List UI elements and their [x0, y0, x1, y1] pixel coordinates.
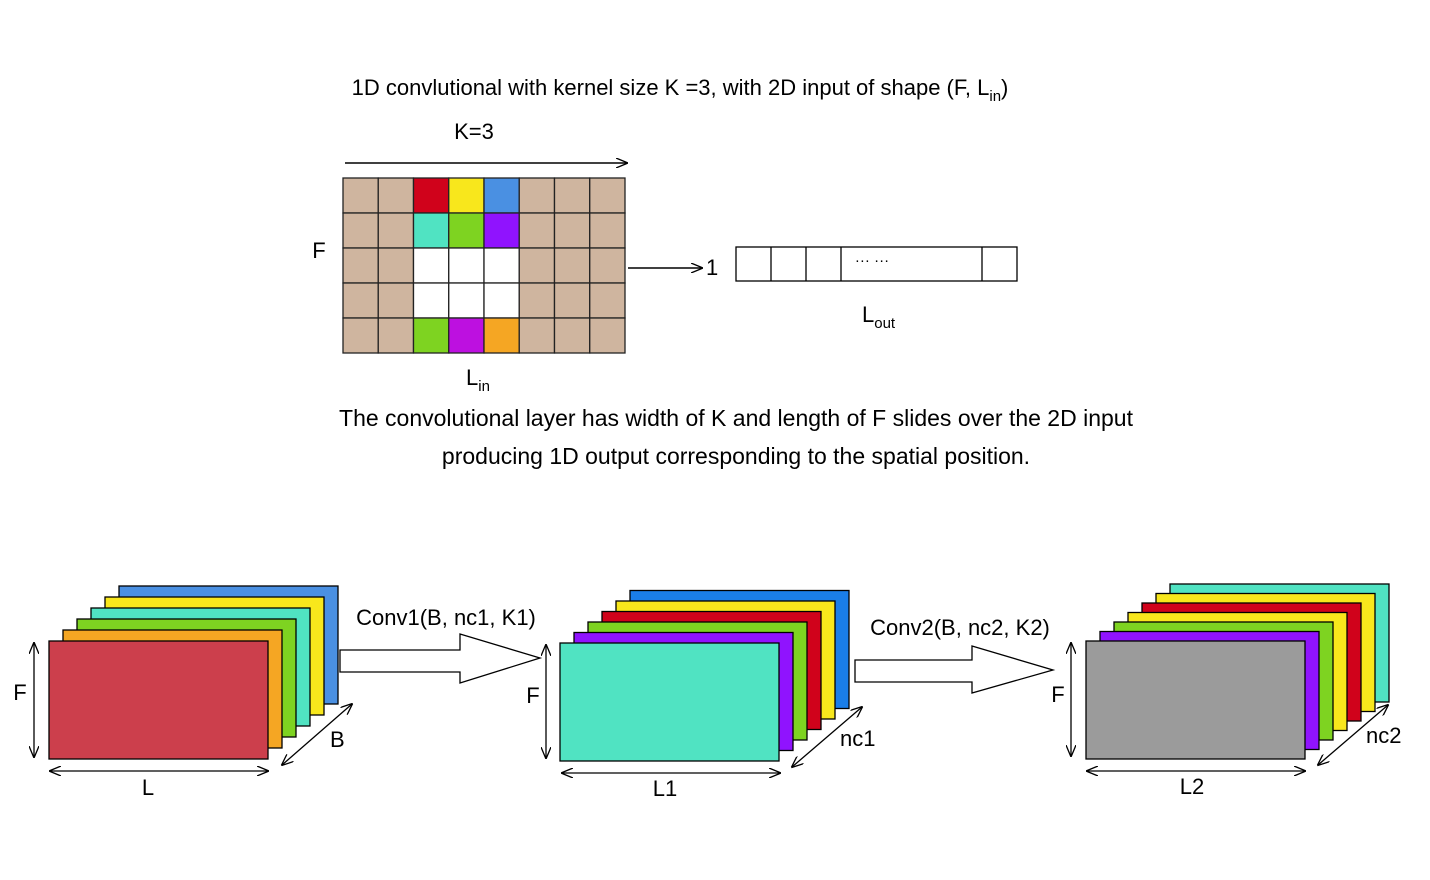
stack3-width-label: L2 — [1180, 774, 1204, 799]
stack2-width-label: L1 — [653, 776, 677, 801]
stack-front-layer — [559, 642, 780, 762]
conv2-block-arrow — [854, 645, 1056, 694]
stack2-depth-arrow — [792, 707, 862, 767]
stack-input — [48, 585, 339, 760]
stack1-depth-label: B — [330, 727, 345, 752]
grid-cell — [483, 177, 520, 214]
grid-cell — [589, 317, 626, 354]
kernel-size-label: K=3 — [454, 119, 494, 144]
grid-cell — [412, 282, 450, 319]
stack-conv2-output — [1085, 583, 1390, 760]
grid-cell — [553, 212, 591, 249]
stack-front-layer — [1085, 640, 1306, 760]
stack3-depth-label: nc2 — [1366, 723, 1401, 748]
caption-line-1: The convolutional layer has width of K a… — [339, 405, 1134, 431]
grid-cell — [448, 212, 485, 249]
stack2-depth-label: nc1 — [840, 726, 875, 751]
grid-cell — [412, 177, 450, 214]
grid-cell — [377, 212, 415, 249]
grid-cell — [589, 247, 626, 284]
grid-cell — [553, 177, 591, 214]
stack-conv1-output — [559, 589, 850, 762]
grid-cell — [448, 282, 485, 319]
input-grid — [342, 177, 626, 354]
grid-cell — [589, 177, 626, 214]
grid-cell — [553, 317, 591, 354]
conv1-block-arrow — [339, 633, 543, 684]
grid-cell — [342, 247, 379, 284]
conv2-label: Conv2(B, nc2, K2) — [870, 615, 1050, 640]
stack2-f-label: F — [526, 683, 539, 708]
grid-cell — [377, 247, 415, 284]
f-axis-label: F — [312, 238, 325, 263]
grid-cell — [483, 317, 520, 354]
grid-cell — [412, 247, 450, 284]
output-channels-label: 1 — [706, 255, 718, 280]
grid-cell — [518, 317, 556, 354]
grid-cell — [483, 247, 520, 284]
grid-cell — [377, 282, 415, 319]
grid-cell — [518, 282, 556, 319]
stack3-depth-arrow — [1318, 705, 1388, 765]
stack3-f-label: F — [1051, 682, 1064, 707]
stack1-depth-arrow — [282, 704, 352, 765]
grid-cell — [518, 247, 556, 284]
conv1-label: Conv1(B, nc1, K1) — [356, 605, 536, 630]
output-vector — [735, 246, 1018, 282]
grid-cell — [553, 247, 591, 284]
grid-cell — [448, 177, 485, 214]
top-title: 1D convlutional with kernel size K =3, w… — [352, 75, 1009, 105]
grid-cell — [483, 212, 520, 249]
grid-cell — [342, 212, 379, 249]
grid-cell — [412, 212, 450, 249]
grid-cell — [342, 317, 379, 354]
grid-cell — [342, 282, 379, 319]
stack-front-layer — [48, 640, 269, 760]
grid-cell — [553, 282, 591, 319]
grid-cell — [377, 317, 415, 354]
ellipsis-dots: ··· ··· — [855, 252, 889, 269]
caption-line-2: producing 1D output corresponding to the… — [442, 443, 1030, 469]
grid-cell — [518, 177, 556, 214]
grid-cell — [518, 212, 556, 249]
grid-cell — [342, 177, 379, 214]
grid-cell — [448, 247, 485, 284]
tensor-stacks — [48, 583, 1390, 762]
grid-cell — [483, 282, 520, 319]
grid-cell — [412, 317, 450, 354]
grid-cell — [589, 282, 626, 319]
lout-label: Lout — [862, 302, 896, 332]
grid-cell — [589, 212, 626, 249]
stack1-f-label: F — [13, 680, 26, 705]
grid-cell — [448, 317, 485, 354]
lin-label: Lin — [466, 365, 490, 395]
grid-cell — [377, 177, 415, 214]
stack1-width-label: L — [142, 775, 154, 800]
